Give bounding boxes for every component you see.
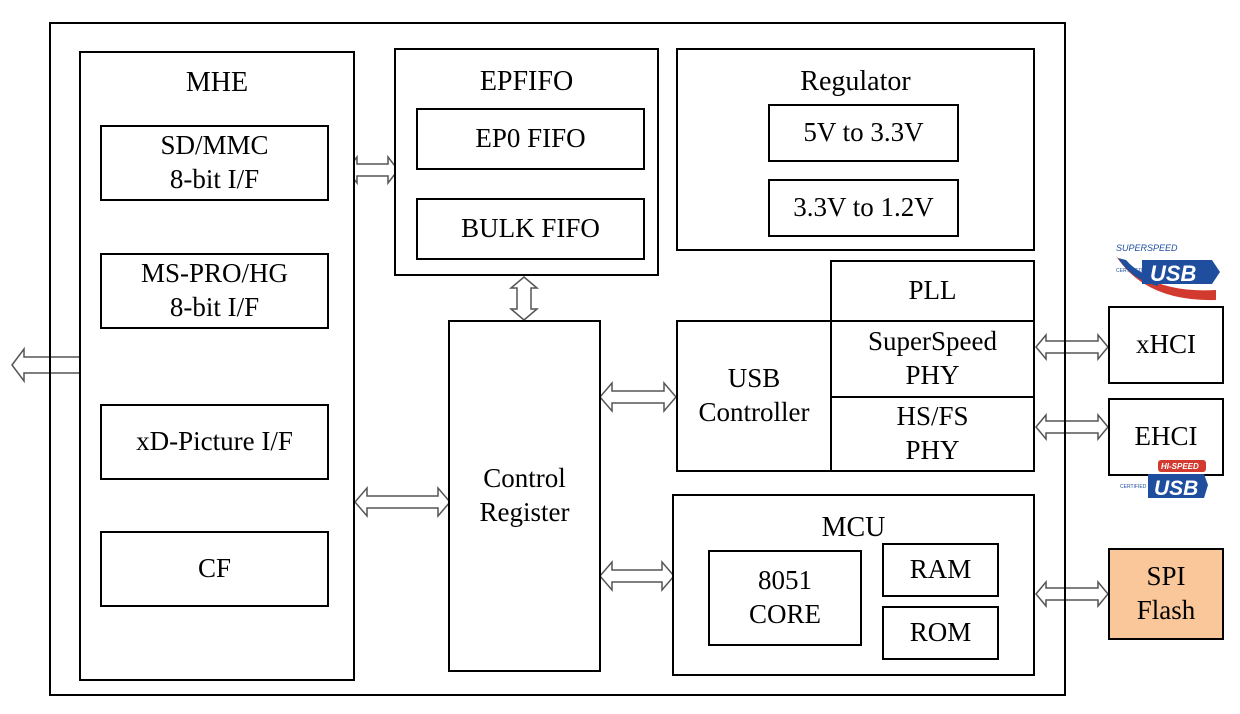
control-register-line2: Register <box>479 497 570 527</box>
hispeed-usb-logo: HI-SPEED CERTIFIED USB <box>1118 458 1210 502</box>
ep0-fifo: EP0 FIFO <box>416 108 645 170</box>
ms-pro-interface: MS-PRO/HG 8-bit I/F <box>100 253 329 329</box>
spi-flash-line1: SPI <box>1146 561 1186 592</box>
ss-phy-line2: PHY <box>905 360 960 390</box>
sd-mmc-line1: SD/MMC <box>160 130 269 161</box>
ram-label: RAM <box>909 554 972 585</box>
hsfs-phy-line2: PHY <box>905 435 960 465</box>
pll-label: PLL <box>908 275 957 306</box>
superspeed-phy: SuperSpeed PHY <box>830 320 1035 398</box>
hispeed-small-text: CERTIFIED <box>1120 484 1147 490</box>
mcu-title: MCU <box>821 512 886 543</box>
superspeed-top-text: SUPERSPEED <box>1116 243 1178 253</box>
hispeed-logo-graphic: HI-SPEED CERTIFIED USB <box>1120 460 1208 500</box>
hispeed-top-text: HI-SPEED <box>1161 462 1199 471</box>
rom-block: ROM <box>882 606 999 660</box>
superspeed-small-text: CERTIFIED <box>1116 268 1143 274</box>
hsfs-phy: HS/FS PHY <box>830 396 1035 472</box>
xd-label: xD-Picture I/F <box>136 426 293 457</box>
sd-mmc-line2: 8-bit I/F <box>169 164 260 194</box>
core-line1: 8051 <box>758 565 812 596</box>
hispeed-usb-text: USB <box>1154 477 1198 500</box>
rom-label: ROM <box>909 617 972 648</box>
superspeed-usb-text: USB <box>1150 261 1197 286</box>
usb-controller-line2: Controller <box>698 397 810 427</box>
bulk-fifo: BULK FIFO <box>416 198 645 260</box>
regulator-title: Regulator <box>800 66 911 97</box>
cf-interface: CF <box>100 531 329 607</box>
bulk-fifo-label: BULK FIFO <box>461 213 600 244</box>
usb-controller: USB Controller <box>676 320 832 472</box>
ms-pro-line1: MS-PRO/HG <box>140 258 289 289</box>
ms-pro-line2: 8-bit I/F <box>169 292 260 322</box>
control-register-line1: Control <box>483 463 566 494</box>
hsfs-phy-line1: HS/FS <box>896 401 969 432</box>
regulator-33v-12v: 3.3V to 1.2V <box>768 179 959 237</box>
pll-block: PLL <box>830 260 1035 322</box>
xhci-label: xHCI <box>1136 329 1196 360</box>
ss-phy-line1: SuperSpeed <box>868 326 997 357</box>
xhci-host: xHCI <box>1108 306 1224 384</box>
chip-boundary <box>49 22 1066 696</box>
superspeed-usb-logo: SUPERSPEED CERTIFIED USB <box>1112 240 1222 304</box>
regulator-33v-label: 3.3V to 1.2V <box>793 192 934 223</box>
ehci-label: EHCI <box>1134 421 1198 452</box>
ram-block: RAM <box>882 543 999 597</box>
core-line2: CORE <box>748 599 821 629</box>
sd-mmc-interface: SD/MMC 8-bit I/F <box>100 125 329 201</box>
cf-label: CF <box>197 553 232 584</box>
spi-flash: SPI Flash <box>1108 548 1224 640</box>
superspeed-logo-graphic: SUPERSPEED CERTIFIED USB <box>1116 243 1220 301</box>
regulator-5v-label: 5V to 3.3V <box>803 117 924 148</box>
8051-core: 8051 CORE <box>708 550 862 646</box>
ep0-fifo-label: EP0 FIFO <box>475 123 586 154</box>
usb-controller-line1: USB <box>727 363 781 394</box>
mhe-title: MHE <box>185 67 249 98</box>
xd-picture-interface: xD-Picture I/F <box>100 404 329 480</box>
epfifo-title: EPFIFO <box>479 66 574 97</box>
control-register: Control Register <box>448 320 601 672</box>
regulator-5v-33v: 5V to 3.3V <box>768 104 959 162</box>
spi-flash-line2: Flash <box>1136 595 1196 625</box>
